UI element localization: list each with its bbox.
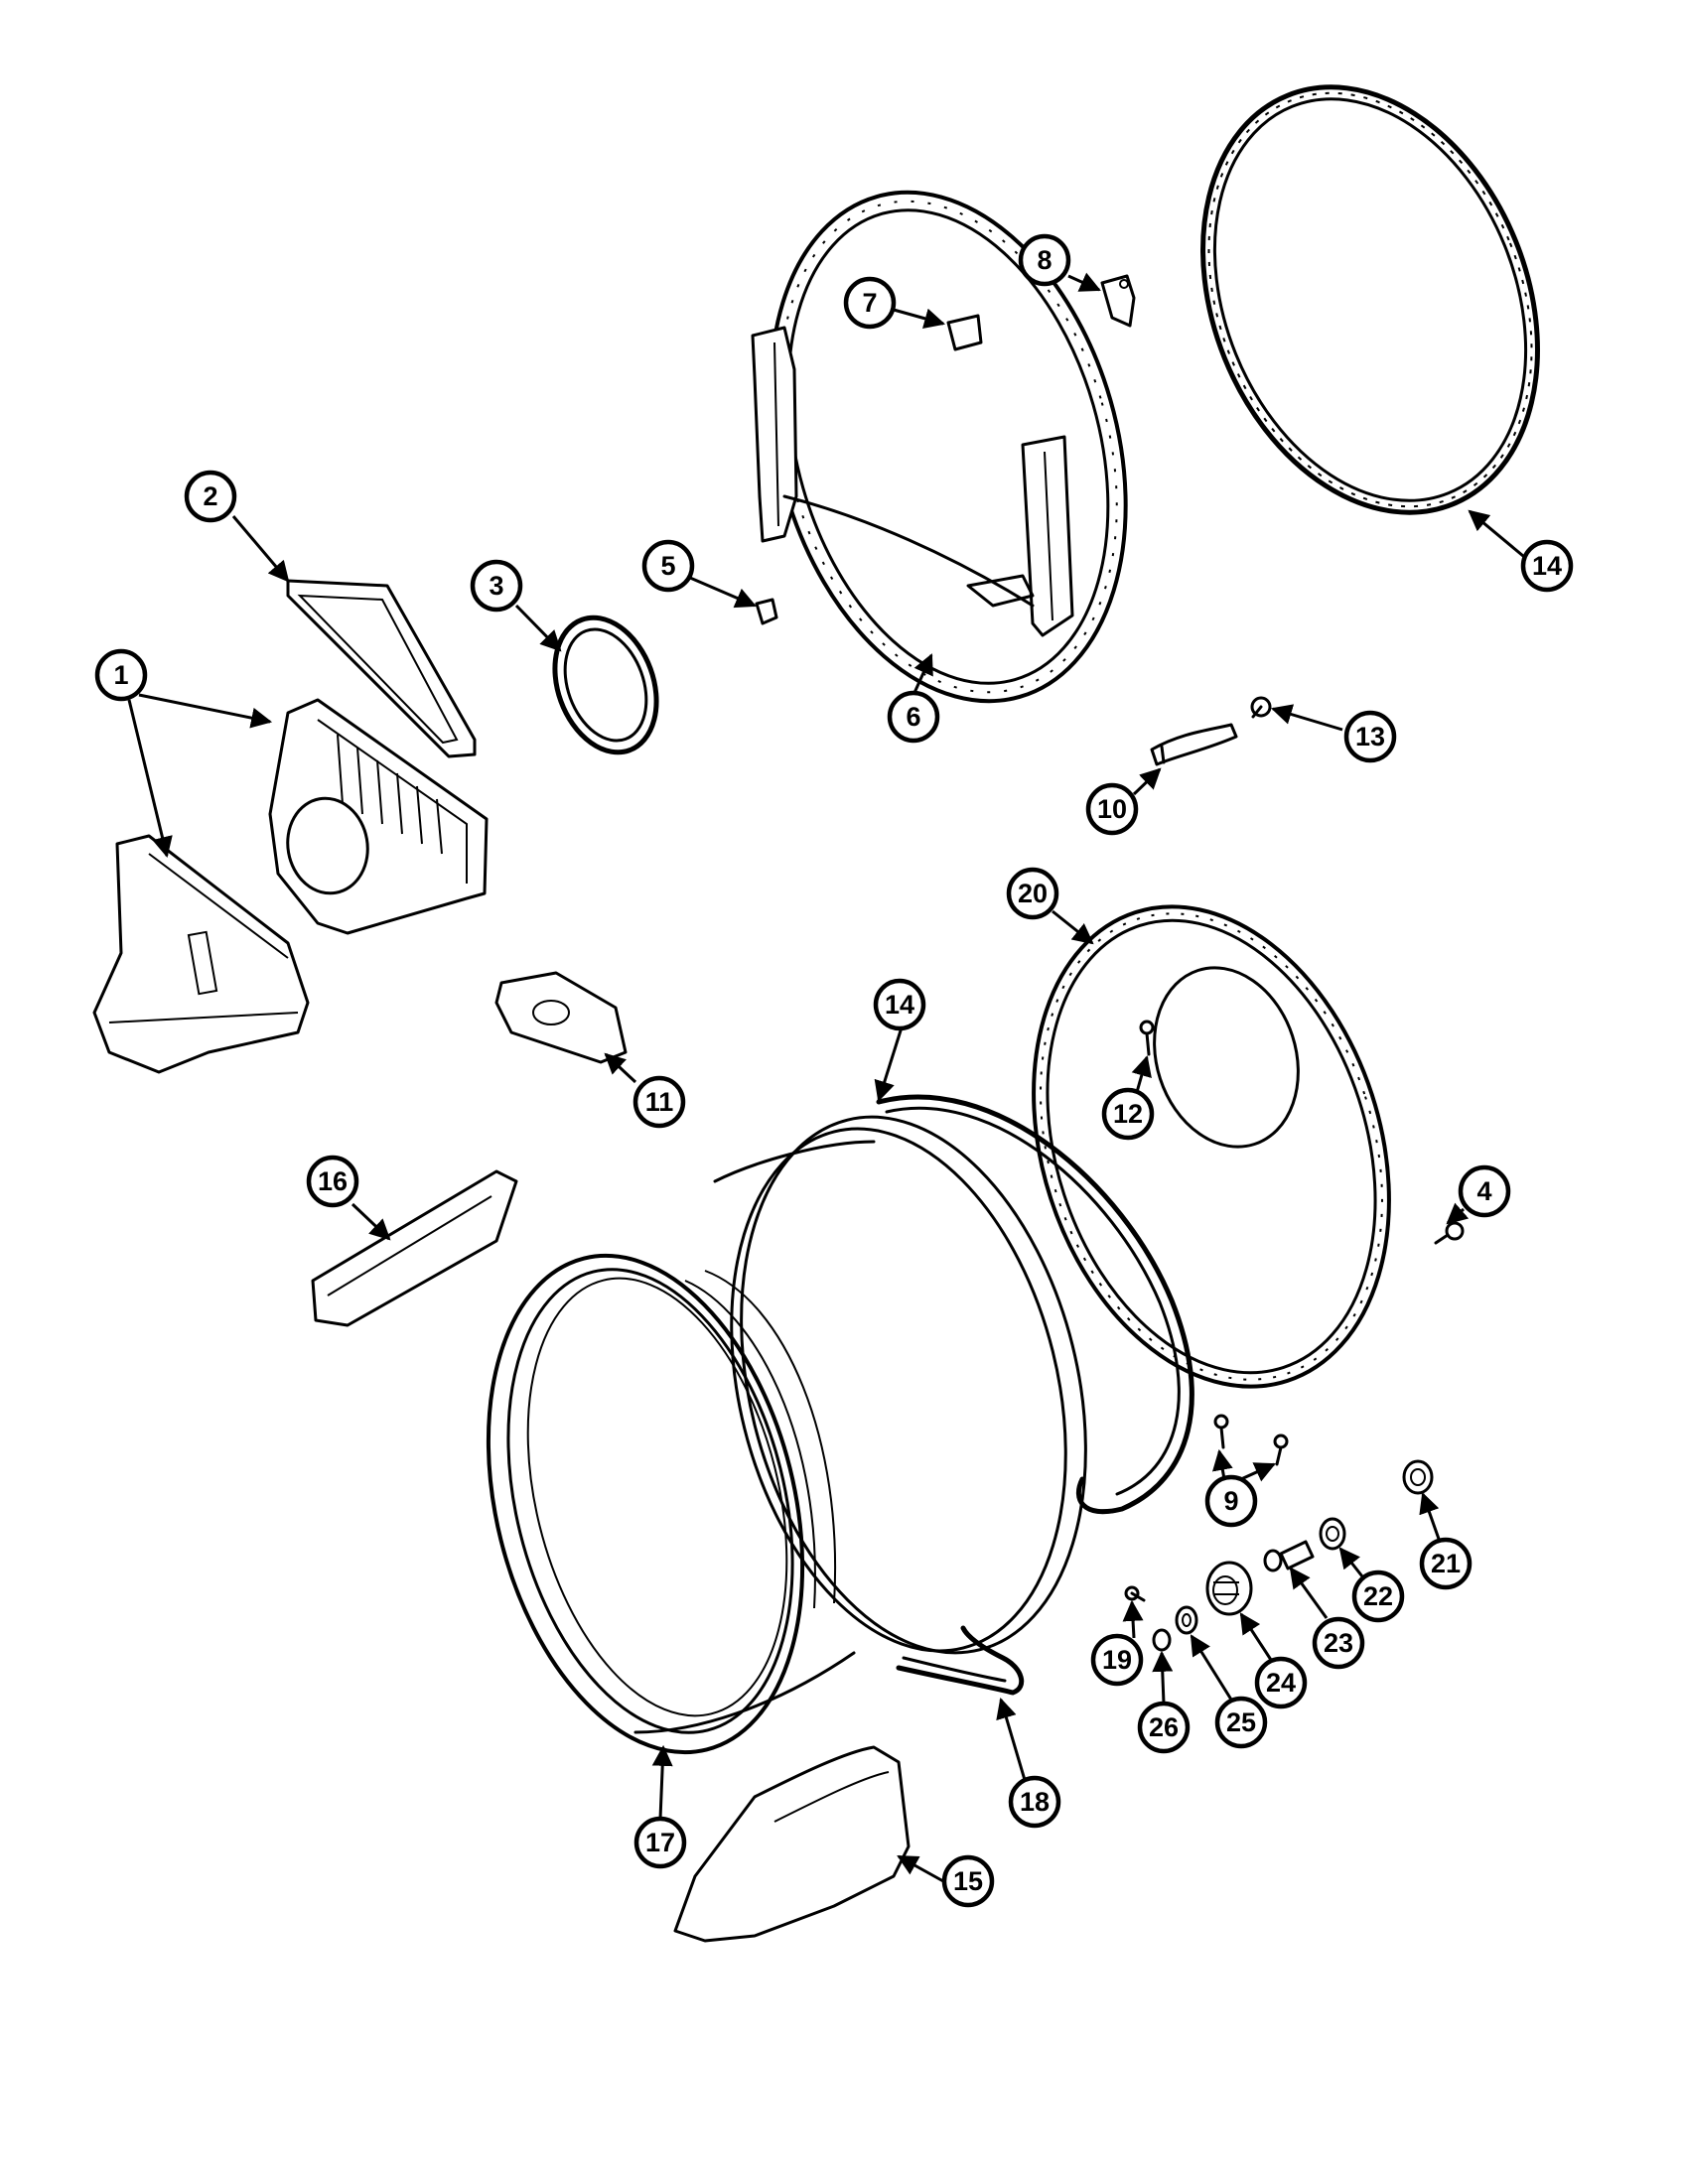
callout-1-label: 1 [113, 660, 128, 690]
screw-13 [1250, 696, 1272, 719]
callout-10-label: 10 [1097, 794, 1127, 824]
callout-16: 16 [306, 1155, 359, 1208]
lint-filter [286, 579, 477, 758]
callout-6: 6 [887, 690, 940, 744]
callout-23-label: 23 [1324, 1628, 1353, 1658]
callout-18-label: 18 [1020, 1787, 1050, 1817]
bushing-21 [1402, 1459, 1434, 1495]
callout-14-top: 14 [1520, 539, 1574, 593]
callout-4: 4 [1458, 1164, 1511, 1218]
callout-7-label: 7 [862, 288, 877, 318]
callout-25: 25 [1214, 1696, 1268, 1749]
callout-13-label: 13 [1355, 722, 1385, 751]
drum-seal-ring-middle [876, 1094, 1194, 1515]
callout-8-label: 8 [1037, 245, 1052, 275]
small-clip [755, 598, 778, 625]
drum-seal-ring-top [1200, 84, 1540, 515]
ring-25 [1175, 1605, 1198, 1635]
callout-3: 3 [470, 559, 523, 613]
front-bulkhead [1032, 904, 1391, 1389]
callout-17-label: 17 [645, 1828, 675, 1857]
callout-20-label: 20 [1018, 879, 1048, 908]
bulkhead-clip [946, 314, 983, 351]
callout-11-label: 11 [645, 1087, 674, 1117]
drum [486, 1115, 1087, 1755]
callout-14-top-label: 14 [1532, 551, 1562, 581]
screw-12 [1139, 1020, 1155, 1056]
callout-19: 19 [1090, 1633, 1144, 1687]
callout-24: 24 [1254, 1656, 1308, 1709]
callout-26-label: 26 [1149, 1712, 1179, 1742]
callout-14-middle: 14 [873, 978, 926, 1031]
callout-17: 17 [633, 1816, 687, 1869]
shaft-23 [1263, 1540, 1315, 1572]
callout-2: 2 [184, 470, 237, 523]
callout-24-label: 24 [1266, 1668, 1296, 1698]
washer-22 [1319, 1517, 1346, 1551]
callout-12: 12 [1101, 1087, 1155, 1141]
callout-23: 23 [1312, 1616, 1365, 1670]
callout-20: 20 [1006, 867, 1059, 920]
screw-4 [1434, 1221, 1465, 1245]
callout-11: 11 [632, 1075, 686, 1129]
callout-14-middle-label: 14 [885, 990, 914, 1020]
rear-bulkhead [751, 190, 1128, 704]
nut-26 [1152, 1628, 1172, 1652]
screws-9 [1213, 1414, 1289, 1466]
bearing-seal [552, 614, 659, 755]
callout-16-label: 16 [318, 1166, 348, 1196]
callout-15: 15 [941, 1854, 995, 1908]
callout-18: 18 [1008, 1775, 1061, 1829]
callout-6-label: 6 [906, 702, 920, 732]
idler-bracket [1150, 723, 1238, 766]
callout-5: 5 [641, 539, 695, 593]
callout-21: 21 [1419, 1537, 1473, 1590]
callout-1: 1 [94, 648, 148, 702]
callout-8: 8 [1018, 233, 1071, 287]
callout-4-label: 4 [1476, 1176, 1491, 1206]
callout-26: 26 [1137, 1701, 1191, 1754]
callout-2-label: 2 [203, 481, 217, 511]
callout-5-label: 5 [660, 551, 675, 581]
callout-22-label: 22 [1363, 1581, 1393, 1611]
leader-lines [127, 272, 1530, 1883]
callout-15-label: 15 [953, 1866, 983, 1896]
screw-19 [1124, 1585, 1146, 1602]
drum-baffle-large [673, 1745, 911, 1943]
callout-22: 22 [1351, 1570, 1405, 1623]
callout-9: 9 [1204, 1474, 1258, 1528]
exhaust-duct [92, 834, 310, 1074]
blower-housing [268, 698, 489, 935]
callout-3-label: 3 [489, 571, 503, 601]
callout-21-label: 21 [1431, 1549, 1461, 1578]
callout-7: 7 [843, 276, 897, 330]
hinge-bracket [1100, 274, 1136, 328]
duct-plate [494, 971, 628, 1064]
roller-24 [1205, 1561, 1253, 1616]
drum-baffle-small [311, 1169, 518, 1327]
callout-10: 10 [1085, 782, 1139, 836]
callout-13: 13 [1343, 710, 1397, 763]
callout-19-label: 19 [1102, 1645, 1132, 1675]
drive-belt [896, 1625, 1025, 1696]
callout-9-label: 9 [1223, 1486, 1238, 1516]
callout-12-label: 12 [1113, 1099, 1143, 1129]
callout-25-label: 25 [1226, 1707, 1256, 1737]
